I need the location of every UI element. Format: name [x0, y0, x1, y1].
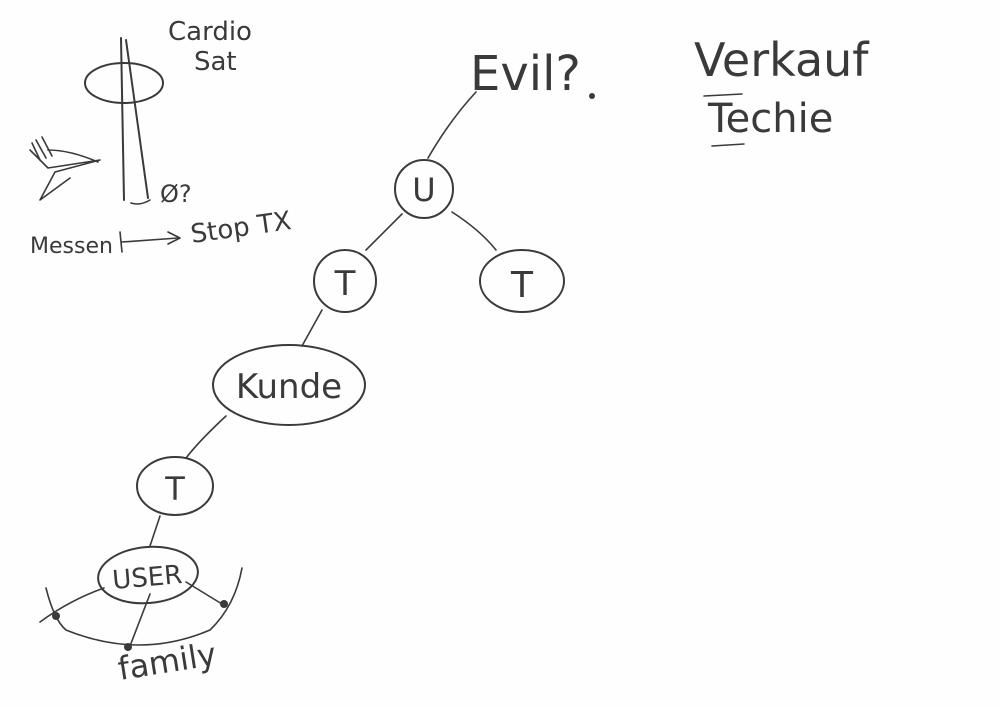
edge-kunde-t	[185, 415, 227, 459]
messen-label: Messen	[30, 234, 113, 259]
tree-root-label: Evil?	[470, 46, 581, 102]
edge-u-t-left	[365, 213, 403, 251]
family-dot-left	[52, 612, 60, 620]
tree-node-t-right: T	[479, 249, 565, 313]
family-dot-middle	[124, 643, 132, 651]
antenna-mast-left	[120, 37, 125, 201]
edge-u-t-right	[451, 211, 497, 251]
satellite-sketch	[84, 37, 164, 205]
family-branch-left	[39, 587, 105, 623]
tree-node-t-right-label: T	[510, 265, 534, 306]
tree-node-user-label: USER	[111, 560, 183, 596]
techie-underline	[703, 93, 745, 147]
tree-node-t-left-label: T	[334, 264, 356, 304]
tree-node-user: USER	[97, 545, 199, 605]
airplane-icon	[29, 136, 101, 201]
satellite-label-line1: Cardio	[168, 17, 252, 47]
family-branch-middle	[129, 593, 151, 647]
tree-node-t-lower: T	[136, 456, 214, 516]
null-question-label: Ø?	[160, 180, 192, 208]
verkauf-label: Verkauf	[694, 33, 870, 87]
family-branch-right	[185, 581, 223, 605]
tree-node-u: U	[394, 159, 454, 219]
edge-t-user	[149, 515, 161, 547]
techie-label: Techie	[707, 96, 833, 142]
tree-node-u-label: U	[412, 171, 435, 209]
question-dot	[589, 93, 595, 99]
satellite-dish-shape	[84, 62, 164, 104]
edge-root-u	[427, 91, 477, 159]
family-dot-right	[220, 600, 228, 608]
satellite-label-line2: Sat	[194, 47, 237, 77]
stop-tx-label: Stop TX	[189, 206, 293, 250]
tree-node-t-left: T	[313, 249, 377, 313]
family-group	[39, 567, 243, 651]
tree-node-kunde-label: Kunde	[236, 367, 342, 407]
edge-t-kunde	[301, 309, 323, 347]
antenna-mast-right	[125, 39, 149, 199]
arrow-icon	[119, 231, 181, 253]
antenna-base	[130, 199, 151, 205]
tree-node-kunde: Kunde	[212, 344, 366, 426]
tree-node-t-lower-label: T	[164, 470, 185, 508]
